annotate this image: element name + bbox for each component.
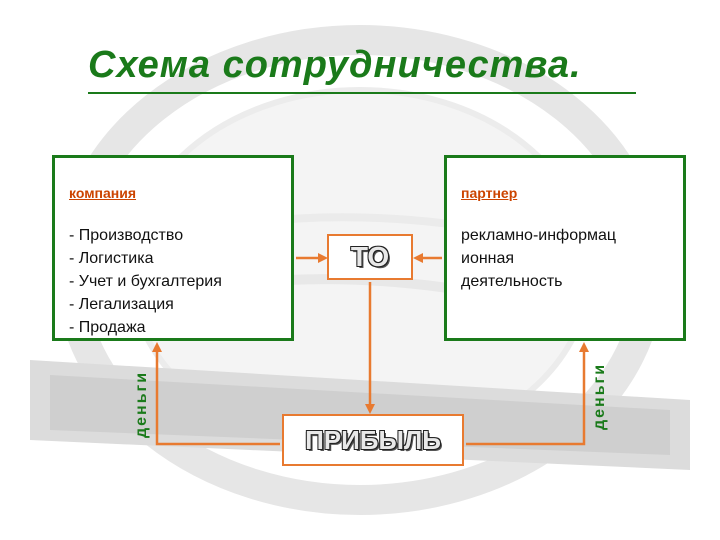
profit-box: ПРИБЫЛЬ (282, 414, 464, 466)
money-label-right: деньги (591, 362, 608, 430)
company-heading: компания (69, 185, 137, 201)
company-list: - Производство - Логистика - Учет и бухг… (69, 224, 222, 339)
title-underline (88, 92, 636, 94)
company-item: - Производство (69, 227, 184, 244)
to-label: ТО (350, 241, 390, 272)
arrow-profit-company (152, 342, 280, 446)
partner-line: ионная (461, 250, 515, 267)
page-title: Схема сотрудничества. (88, 44, 582, 86)
company-item: - Логистика (69, 250, 154, 267)
partner-line: рекламно-информац (461, 227, 617, 244)
partner-line: деятельность (461, 273, 563, 290)
company-item: - Легализация (69, 296, 174, 313)
company-item: - Учет и бухгалтерия (69, 273, 222, 290)
company-item: - Продажа (69, 319, 146, 336)
partner-box: партнер рекламно-информац ионная деятель… (444, 155, 686, 341)
arrow-profit-partner (466, 342, 589, 446)
company-box: компания - Производство - Логистика - Уч… (52, 155, 294, 341)
partner-description: рекламно-информац ионная деятельность (461, 224, 616, 293)
profit-label: ПРИБЫЛЬ (305, 424, 441, 455)
money-label-left: деньги (133, 370, 150, 438)
partner-heading: партнер (461, 185, 518, 201)
to-box: ТО (327, 234, 413, 280)
